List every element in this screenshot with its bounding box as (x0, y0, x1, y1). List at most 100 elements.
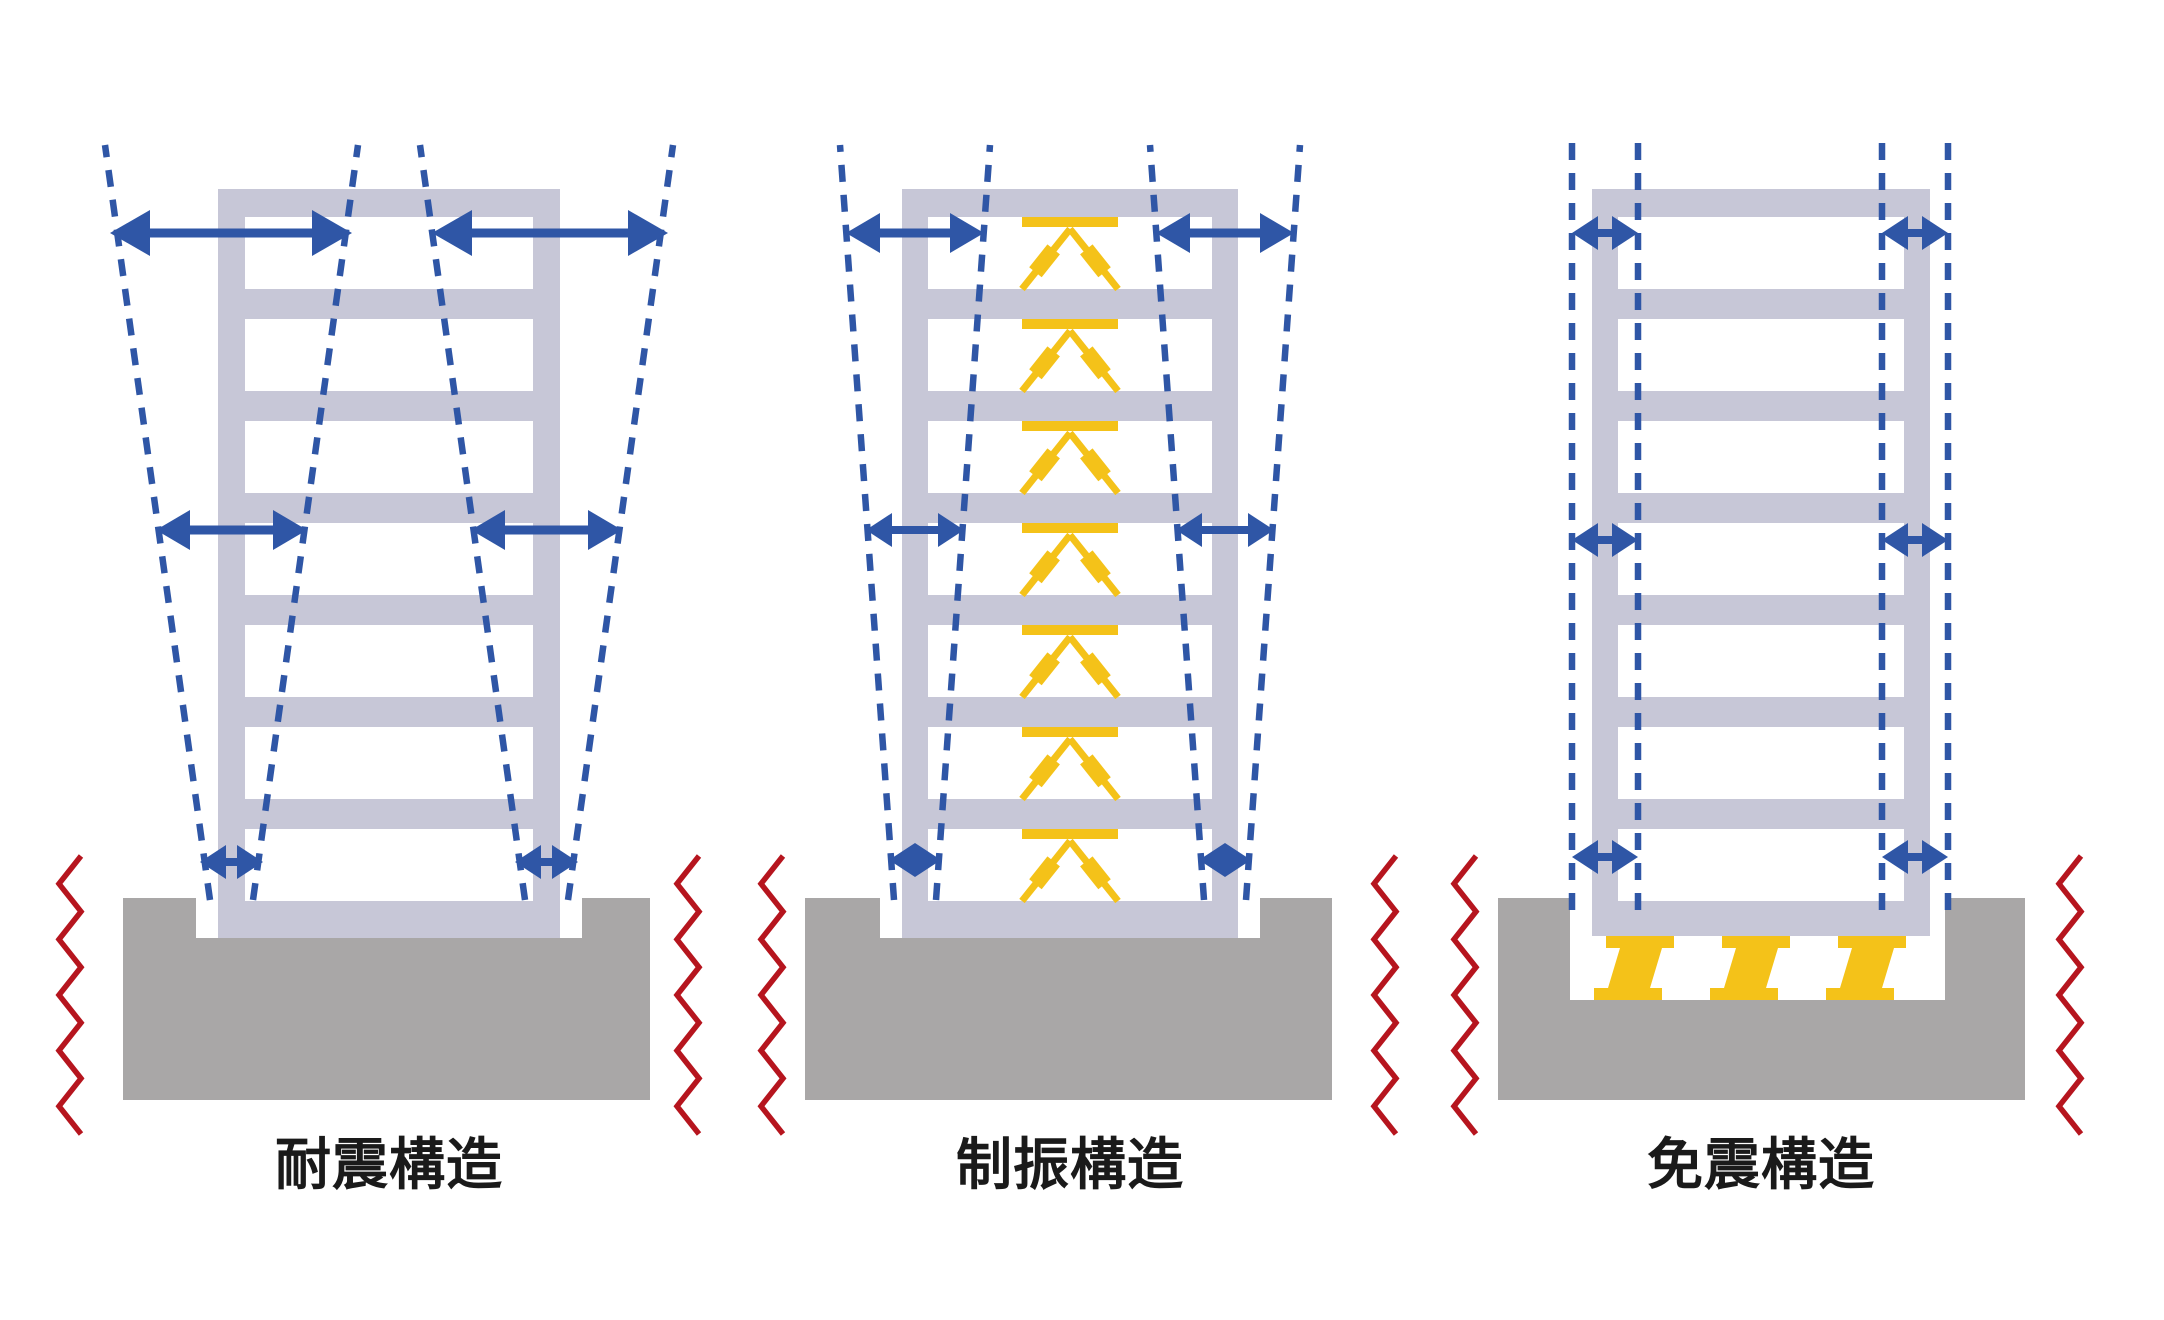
isolator-body (1608, 948, 1662, 988)
sway-dashed-line (416, 144, 529, 901)
isolator-top-flange (1722, 936, 1790, 948)
arrow-head-left (200, 845, 226, 879)
sway-dashed-line (101, 144, 214, 901)
damper-pad (1080, 856, 1111, 890)
building-window (245, 727, 533, 799)
damper-brace-icon (1019, 523, 1121, 598)
arrow-head-left (110, 210, 150, 256)
arrow-head-right (1248, 513, 1274, 547)
arrow-head-right (273, 510, 307, 550)
damper-brace-icon (1019, 727, 1121, 802)
ground-foundation (805, 898, 1332, 1100)
isolator-top-flange (1838, 936, 1906, 948)
arrow-head-left (889, 843, 915, 877)
isolator-bearing-icon (1826, 936, 1906, 1000)
arrow-head-left (866, 513, 892, 547)
arrow-head-left (156, 510, 190, 550)
displacement-arrow (110, 210, 352, 256)
isolator-bearing-icon (1594, 936, 1674, 1000)
arrow-head-right (1922, 216, 1948, 250)
building-window (245, 217, 533, 289)
ground-vibration-zigzag (2055, 854, 2085, 1136)
displacement-arrow (515, 845, 578, 879)
sway-dashed-line (1146, 144, 1208, 901)
displacement-arrow (200, 845, 263, 879)
building-window (1618, 421, 1904, 493)
arrow-head-left (1156, 213, 1190, 253)
displacement-arrow (1572, 840, 1638, 874)
sway-dashed-line (249, 144, 362, 901)
damper-pad (1029, 652, 1060, 686)
arrow-head-right (1225, 843, 1251, 877)
arrow-head-right (1260, 213, 1294, 253)
arrow-head-left (1572, 523, 1598, 557)
isolator-bottom-flange (1594, 988, 1662, 1000)
arrow-head-right (1922, 840, 1948, 874)
sway-dashed-line (836, 144, 898, 901)
damper-pad (1029, 346, 1060, 380)
damper-pad (1080, 244, 1111, 278)
damper-pad (1080, 550, 1111, 584)
sway-dashed-line (932, 144, 994, 901)
arrow-head-left (1882, 840, 1908, 874)
structure-diagram-taishin: 耐震構造 (101, 144, 677, 1196)
displacement-arrow (1572, 216, 1638, 250)
ground-vibration-zigzag (1450, 854, 1480, 1136)
damper-pad (1029, 856, 1060, 890)
displacement-arrow (1882, 840, 1948, 874)
damper-brace-icon (1019, 625, 1121, 700)
arrow-head-right (628, 210, 668, 256)
building-window (1618, 625, 1904, 697)
sway-dashed-line (1242, 144, 1304, 901)
structure-diagram-seishin: 制振構造 (805, 144, 1332, 1196)
isolator-bottom-flange (1710, 988, 1778, 1000)
damper-pad (1029, 754, 1060, 788)
ground-foundation (123, 898, 650, 1100)
isolator-body (1840, 948, 1894, 988)
damper-brace-icon (1019, 829, 1121, 904)
displacement-arrow (1156, 213, 1294, 253)
arrow-head-left (515, 845, 541, 879)
displacement-arrow (866, 513, 964, 547)
damper-top-bar (1022, 421, 1118, 431)
damper-pad (1080, 754, 1111, 788)
building-window (1618, 829, 1904, 901)
diagram-label: 免震構造 (1647, 1133, 1875, 1196)
arrow-head-right (1612, 216, 1638, 250)
damper-top-bar (1022, 319, 1118, 329)
sway-dashed-line (564, 144, 677, 901)
displacement-arrow (156, 510, 307, 550)
isolator-top-flange (1606, 936, 1674, 948)
arrow-head-right (588, 510, 622, 550)
arrow-head-left (432, 210, 472, 256)
damper-pad (1029, 448, 1060, 482)
arrow-head-left (1572, 216, 1598, 250)
diagram-label: 制振構造 (956, 1133, 1184, 1196)
arrow-head-right (938, 513, 964, 547)
arrow-head-left (1572, 840, 1598, 874)
arrow-head-left (1199, 843, 1225, 877)
ground-foundation (1498, 898, 2025, 1100)
displacement-arrow (1882, 523, 1948, 557)
displacement-arrow (1176, 513, 1274, 547)
building-window (928, 523, 1212, 595)
ground-vibration-zigzag (757, 854, 787, 1136)
arrow-head-left (1176, 513, 1202, 547)
displacement-arrow (1199, 843, 1251, 877)
arrow-head-right (552, 845, 578, 879)
building-window (928, 727, 1212, 799)
damper-brace-icon (1019, 319, 1121, 394)
arrow-head-right (915, 843, 941, 877)
structure-diagram-menshin: 免震構造 (1498, 138, 2025, 1196)
building-window (928, 829, 1212, 901)
damper-pad (1080, 346, 1111, 380)
building-window (1618, 523, 1904, 595)
building-window (245, 625, 533, 697)
building-window (928, 421, 1212, 493)
building-window (1618, 217, 1904, 289)
arrow-head-right (950, 213, 984, 253)
arrow-head-right (1612, 840, 1638, 874)
damper-pad (1080, 448, 1111, 482)
arrow-head-left (846, 213, 880, 253)
damper-brace-icon (1019, 421, 1121, 496)
